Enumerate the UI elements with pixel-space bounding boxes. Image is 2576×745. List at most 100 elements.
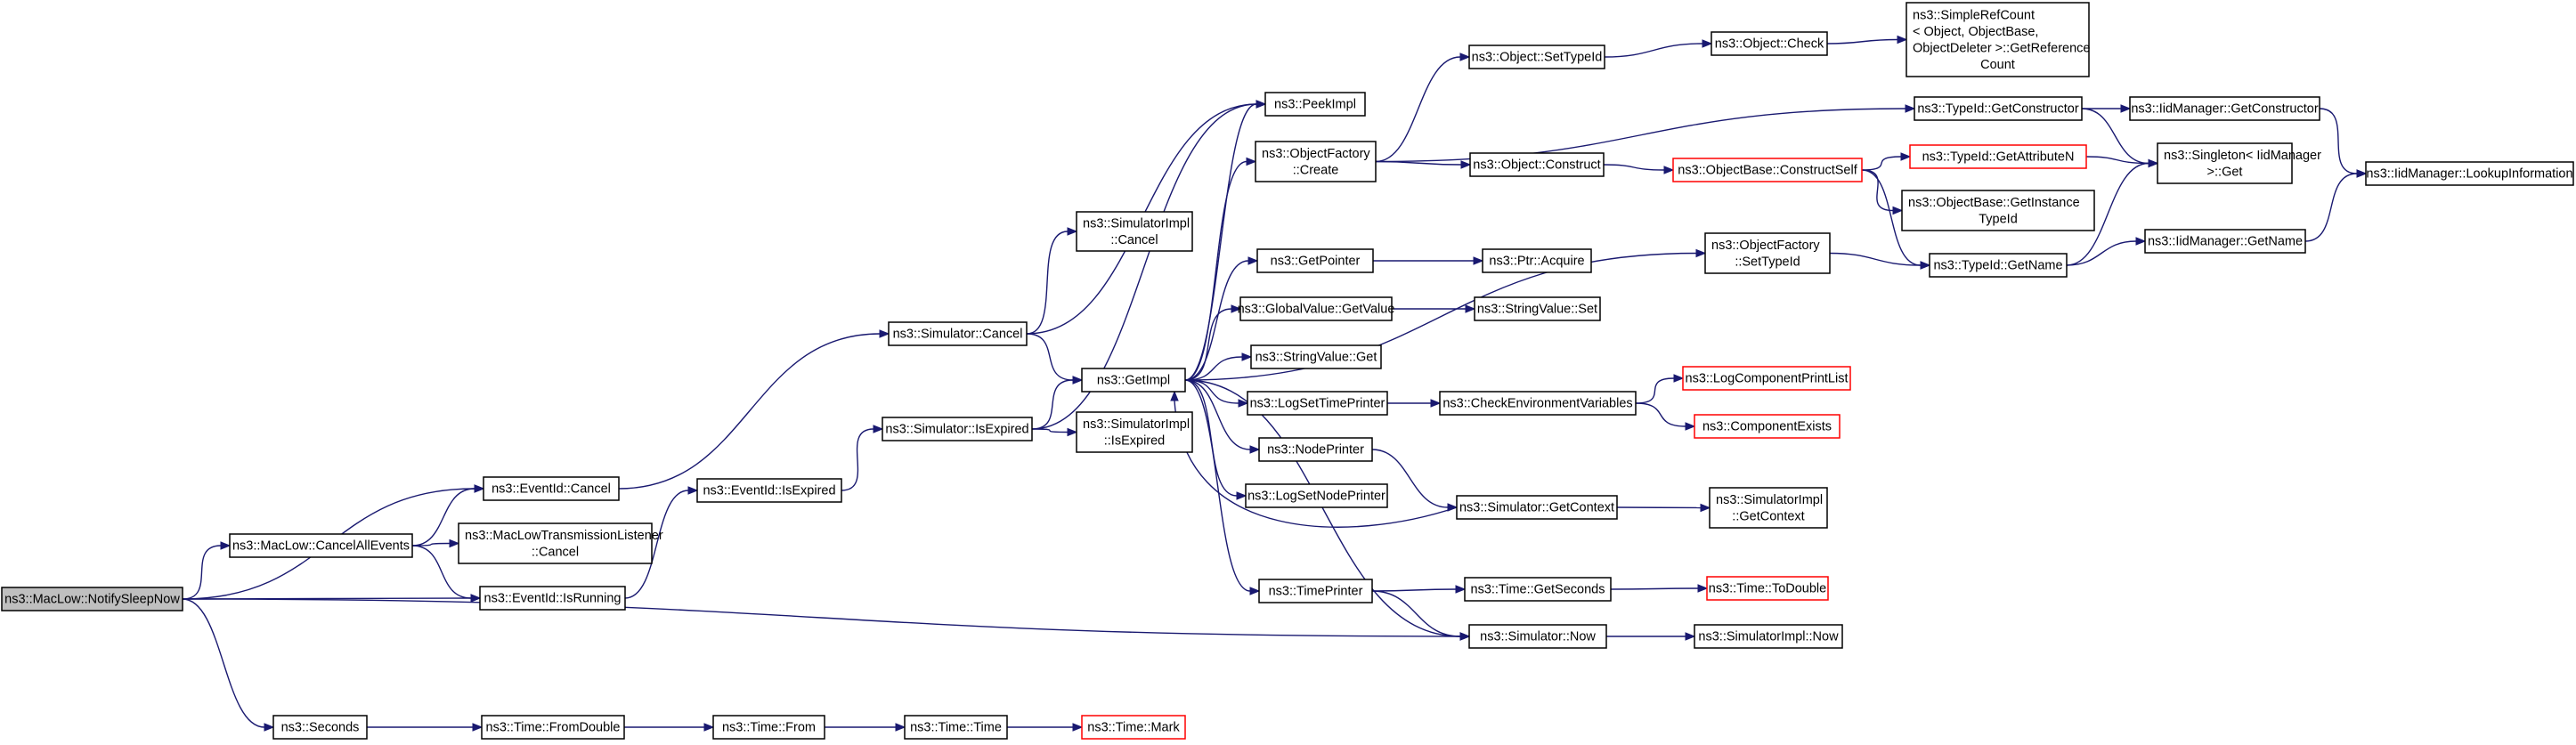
node-maclow-txl-cancel[interactable]: ns3::MacLowTransmissionListener::Cancel <box>458 522 663 564</box>
edge-getimpl-to-logsetnodeprinter <box>1184 379 1247 500</box>
node-time-time[interactable]: ns3::Time::Time <box>904 715 1008 740</box>
edge-line <box>1829 252 1922 266</box>
edge-line <box>1184 308 1232 381</box>
edge-line <box>1603 164 1665 171</box>
node-componentexists[interactable]: ns3::ComponentExists <box>1694 414 1841 439</box>
node-iidmanager-getname[interactable]: ns3::IidManager::GetName <box>2144 229 2306 254</box>
node-time-getseconds[interactable]: ns3::Time::GetSeconds <box>1464 577 1612 602</box>
node-getimpl[interactable]: ns3::GetImpl <box>1081 368 1186 393</box>
node-timeprinter[interactable]: ns3::TimePrinter <box>1258 579 1373 603</box>
edge-timeprinter-to-simulator-now <box>1371 590 1471 641</box>
node-objbase-constructself[interactable]: ns3::ObjectBase::ConstructSelf <box>1672 158 1863 182</box>
node-logsetnodeprinter[interactable]: ns3::LogSetNodePrinter <box>1245 483 1388 508</box>
edge-line <box>1610 587 1699 590</box>
node-time-todouble[interactable]: ns3::Time::ToDouble <box>1706 576 1829 601</box>
node-simimpl-isexpired[interactable]: ns3::SimulatorImpl::IsExpired <box>1076 411 1193 453</box>
edge-arrowhead <box>2356 169 2368 178</box>
node-simimpl-cancel[interactable]: ns3::SimulatorImpl::Cancel <box>1076 211 1193 252</box>
node-label: ns3::Simulator::IsExpired <box>885 423 1028 437</box>
node-ptr-acquire[interactable]: ns3::Ptr::Acquire <box>1482 248 1592 273</box>
edge-objbase-constructself-to-typeid-getattributen <box>1861 152 1912 171</box>
node-label: >::Get <box>2207 165 2243 179</box>
edge-line <box>1026 231 1069 335</box>
edge-arrowhead <box>1455 585 1467 594</box>
node-typeid-getname[interactable]: ns3::TypeId::GetName <box>1929 253 2068 278</box>
node-checkenvvars[interactable]: ns3::CheckEnvironmentVariables <box>1439 391 1637 416</box>
node-eventid-isrunning[interactable]: ns3::EventId::IsRunning <box>479 586 626 611</box>
node-box <box>1256 248 1374 273</box>
node-cancelallevents[interactable]: ns3::MacLow::CancelAllEvents <box>229 533 413 558</box>
node-label: ns3::NodePrinter <box>1267 443 1364 458</box>
node-box <box>882 417 1033 441</box>
node-logsettimeprinter[interactable]: ns3::LogSetTimePrinter <box>1247 391 1388 416</box>
node-label: ns3::Time::GetSeconds <box>1471 583 1605 597</box>
node-objfactory-settypeid[interactable]: ns3::ObjectFactory::SetTypeId <box>1704 232 1831 274</box>
node-box <box>1258 579 1373 603</box>
node-time-mark[interactable]: ns3::Time::Mark <box>1081 715 1186 740</box>
node-object-check[interactable]: ns3::Object::Check <box>1711 31 1828 56</box>
node-iidmanager-getconstructor[interactable]: ns3::IidManager::GetConstructor <box>2129 96 2320 121</box>
node-label: ns3::TypeId::GetName <box>1933 259 2062 273</box>
edge-simulator-getcontext-to-simimpl-getcontext <box>1616 503 1711 513</box>
node-peekimpl[interactable]: ns3::PeekImpl <box>1264 92 1366 117</box>
node-time-fromdouble[interactable]: ns3::Time::FromDouble <box>481 715 625 740</box>
node-nodeprinter[interactable]: ns3::NodePrinter <box>1258 437 1373 462</box>
node-simulator-getcontext[interactable]: ns3::Simulator::GetContext <box>1456 495 1618 520</box>
edge-getimpl-to-stringvalue-get <box>1184 352 1253 381</box>
edge-line <box>1184 379 1251 450</box>
edge-object-settypeid-to-object-check <box>1604 39 1713 58</box>
edge-arrowhead <box>1700 503 1711 513</box>
edge-arrowhead <box>1702 39 1713 48</box>
node-box <box>1456 495 1618 520</box>
node-globalvalue-getvalue[interactable]: ns3::GlobalValue::GetValue <box>1238 296 1395 321</box>
node-label: ns3::LogComponentPrintList <box>1686 372 1849 386</box>
node-simulator-isexpired[interactable]: ns3::Simulator::IsExpired <box>882 417 1033 441</box>
node-box <box>2157 142 2293 184</box>
node-simulator-now[interactable]: ns3::Simulator::Now <box>1468 624 1607 649</box>
node-box <box>272 715 368 740</box>
edge-line <box>2319 108 2358 174</box>
node-logcomponentprintlist[interactable]: ns3::LogComponentPrintList <box>1682 366 1851 391</box>
edge-line <box>182 545 222 600</box>
node-label: ns3::Object::SetTypeId <box>1472 51 1603 65</box>
node-object-settypeid[interactable]: ns3::Object::SetTypeId <box>1468 45 1605 69</box>
node-eventid-cancel[interactable]: ns3::EventId::Cancel <box>483 476 620 501</box>
node-stringvalue-get[interactable]: ns3::StringValue::Get <box>1250 344 1382 369</box>
node-label: ns3::Seconds <box>281 721 360 735</box>
node-simplerefcount[interactable]: ns3::SimpleRefCount< Object, ObjectBase,… <box>1906 2 2090 77</box>
node-time-from[interactable]: ns3::Time::From <box>712 715 825 740</box>
node-box <box>1929 253 2068 278</box>
node-box <box>1258 437 1373 462</box>
node-singleton-get[interactable]: ns3::Singleton< IidManager >::Get <box>2157 142 2321 184</box>
edge-line <box>1826 38 1898 45</box>
node-typeid-getattributen[interactable]: ns3::TypeId::GetAttributeN <box>1909 144 2087 169</box>
node-label: ns3::ComponentExists <box>1702 420 1832 434</box>
edge-arrowhead <box>1473 256 1484 265</box>
node-eventid-isexpired[interactable]: ns3::EventId::IsExpired <box>696 478 842 503</box>
node-object-construct[interactable]: ns3::Object::Construct <box>1469 152 1605 177</box>
edge-line <box>411 488 475 547</box>
node-label: TypeId <box>1979 212 2018 226</box>
edge-arrowhead <box>1897 35 1908 45</box>
edge-line <box>1031 103 1257 430</box>
node-notify[interactable]: ns3::MacLow::NotifySleepNow <box>1 587 183 611</box>
edge-arrowhead <box>1072 723 1084 732</box>
edge-getimpl-to-timeprinter <box>1184 379 1261 595</box>
edge-arrowhead <box>1697 584 1709 593</box>
node-simimpl-getcontext[interactable]: ns3::SimulatorImpl::GetContext <box>1709 487 1828 529</box>
node-objfactory-create[interactable]: ns3::ObjectFactory::Create <box>1255 141 1377 182</box>
edge-arrowhead <box>703 723 715 732</box>
node-iidmanager-lookupinfo[interactable]: ns3::IidManager::LookupInformation <box>2365 161 2574 186</box>
node-typeid-getconstructor[interactable]: ns3::TypeId::GetConstructor <box>1914 96 2083 121</box>
node-simimpl-now[interactable]: ns3::SimulatorImpl::Now <box>1694 624 1843 649</box>
node-getpointer[interactable]: ns3::GetPointer <box>1256 248 1374 273</box>
edge-line <box>182 598 265 728</box>
node-box <box>2144 229 2306 254</box>
edge-objfactory-settypeid-to-typeid-getname <box>1829 252 1931 270</box>
edge-line <box>1375 56 1461 163</box>
node-simulator-cancel[interactable]: ns3::Simulator::Cancel <box>888 321 1028 346</box>
node-stringvalue-set[interactable]: ns3::StringValue::Set <box>1474 296 1601 321</box>
node-seconds[interactable]: ns3::Seconds <box>272 715 368 740</box>
edge-arrowhead <box>1465 304 1476 313</box>
